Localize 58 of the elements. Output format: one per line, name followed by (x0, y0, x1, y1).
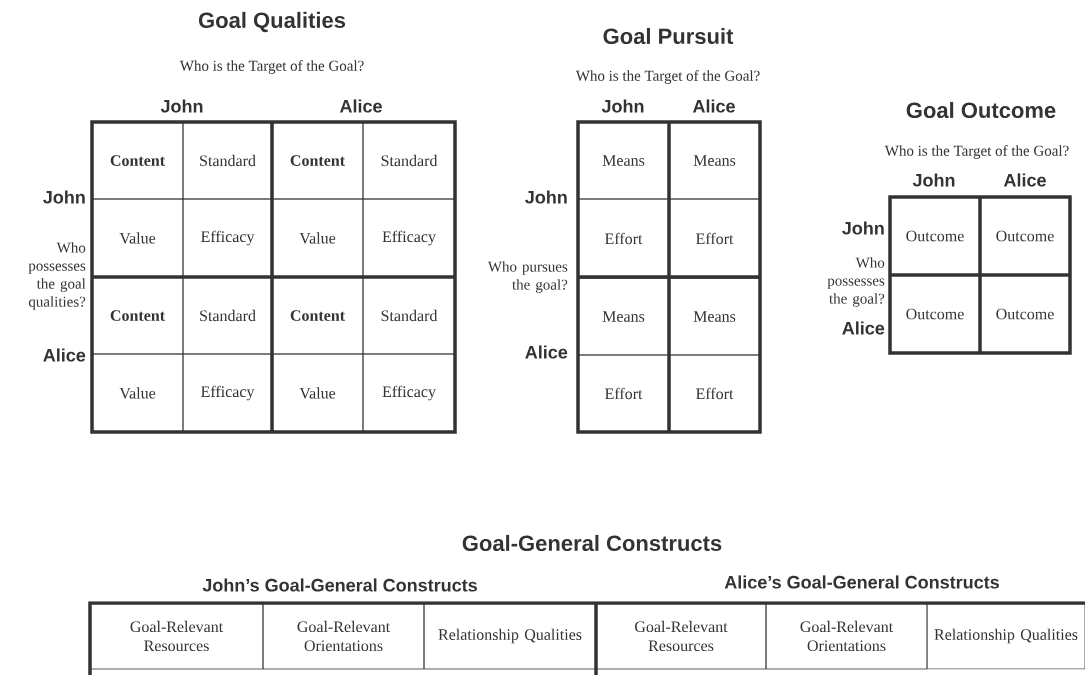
table-cell: Effort (577, 198, 670, 279)
table-cell: Outcome (889, 196, 981, 276)
section-header: Alice’s Goal-General Constructs (724, 575, 999, 589)
table-cell: Means (577, 277, 670, 356)
panel-title: Goal-General Constructs (462, 534, 722, 552)
axis-header: John (601, 99, 644, 113)
axis-question: Who is the Target of the Goal? (179, 60, 364, 74)
axis-header: Alice (525, 345, 568, 359)
table-cell: Effort (668, 198, 761, 279)
axis-header: Alice (43, 348, 86, 362)
table-cell: Content (271, 276, 364, 355)
axis-header: John (912, 173, 955, 187)
table-cell: Means (668, 121, 761, 200)
table-cell: Goal-Relevant Resources (89, 602, 264, 670)
table-cell: Effort (577, 354, 670, 433)
table-cell: Value (91, 198, 184, 278)
table-cell: Effort (668, 354, 761, 433)
table-cell: Efficacy (362, 353, 456, 433)
axis-question: Who possesses the goal qualities? (28, 242, 86, 310)
table-cell: Standard (182, 121, 273, 200)
axis-header: Alice (692, 99, 735, 113)
table-cell: Outcome (889, 274, 981, 354)
panel-title: Goal Qualities (198, 11, 346, 33)
table-cell: Relationship Qualities (423, 602, 597, 670)
table-cell: Content (91, 276, 184, 355)
axis-header: John (842, 221, 884, 235)
table-cell: Content (271, 121, 364, 200)
section-header: John’s Goal-General Constructs (202, 578, 477, 592)
table-cell: Value (271, 198, 364, 278)
table-cell: Relationship Qualities (926, 602, 1085, 670)
table-cell: Content (91, 121, 184, 200)
table-cell: Outcome (979, 196, 1071, 276)
axis-header: John (43, 190, 85, 204)
table-cell: Value (91, 353, 184, 433)
axis-header: John (525, 190, 567, 204)
table-cell: Means (668, 277, 761, 356)
axis-question: Who pursues the goal? (487, 261, 568, 293)
table-cell: Efficacy (362, 198, 456, 278)
table-cell: Outcome (979, 274, 1071, 354)
axis-header: Alice (842, 321, 885, 335)
axis-header: John (160, 99, 203, 113)
table-cell: Efficacy (182, 353, 273, 433)
table-cell: Standard (362, 276, 456, 355)
table-cell: Standard (182, 276, 273, 355)
table-cell: Means (577, 121, 670, 200)
table-cell: Goal-Relevant Resources (595, 602, 767, 670)
axis-question: Who possesses the goal? (827, 257, 885, 307)
table-cell: Goal-Relevant Orientations (262, 602, 425, 670)
axis-question: Who is the Target of the Goal? (575, 70, 760, 84)
table-cell: Efficacy (182, 198, 273, 278)
panel-title: Goal Pursuit (603, 27, 734, 45)
axis-question: Who is the Target of the Goal? (884, 145, 1069, 159)
axis-header: Alice (1003, 173, 1046, 187)
axis-header: Alice (339, 99, 382, 113)
panel-title: Goal Outcome (906, 101, 1056, 119)
table-cell: Goal-Relevant Orientations (765, 602, 928, 670)
table-cell: Standard (362, 121, 456, 200)
table-cell: Value (271, 353, 364, 433)
